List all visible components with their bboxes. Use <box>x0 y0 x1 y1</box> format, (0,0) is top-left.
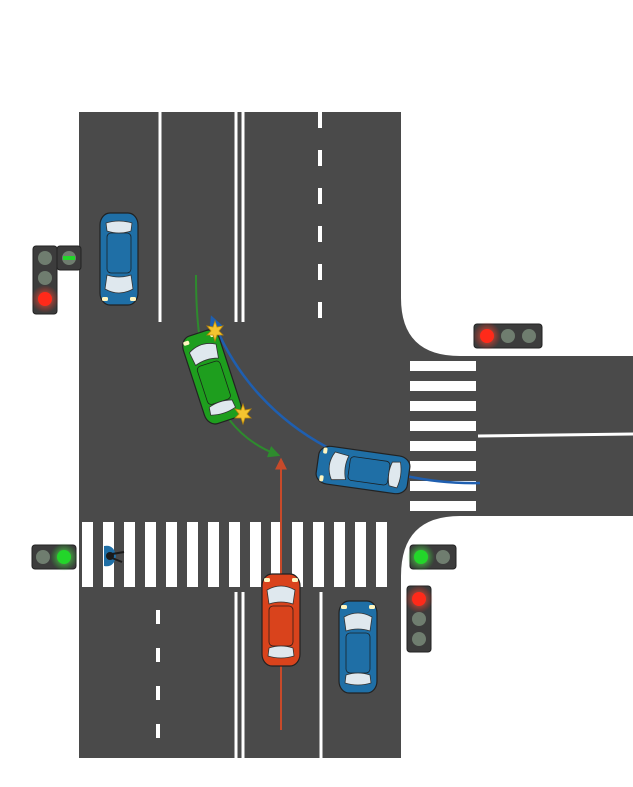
traffic-light-pedestrian-south-west <box>31 543 78 571</box>
crosswalk-south <box>82 522 387 587</box>
road-markings <box>156 112 633 758</box>
red-car-straight <box>261 573 301 667</box>
center-line-east <box>477 432 633 438</box>
collision-star-bottom <box>234 402 252 426</box>
collision-star-top <box>206 319 224 343</box>
traffic-light-south-east <box>405 585 433 653</box>
traffic-light-north-west <box>31 245 82 315</box>
red-lamp <box>480 329 494 343</box>
blue-car-north-parked <box>99 212 139 306</box>
crosswalk-east <box>410 361 476 511</box>
traffic-light-east <box>473 322 543 350</box>
pedestrian-crossing-south <box>104 545 125 567</box>
traffic-light-pedestrian-south-east <box>407 543 457 571</box>
green-lamp <box>57 550 71 564</box>
red-lamp <box>412 592 426 606</box>
corner-south-east <box>401 516 460 576</box>
green-lamp <box>414 550 428 564</box>
blue-car-south <box>338 600 378 694</box>
corner-north-east <box>401 298 460 356</box>
collision-markers <box>206 319 252 426</box>
red-lamp <box>38 292 52 306</box>
